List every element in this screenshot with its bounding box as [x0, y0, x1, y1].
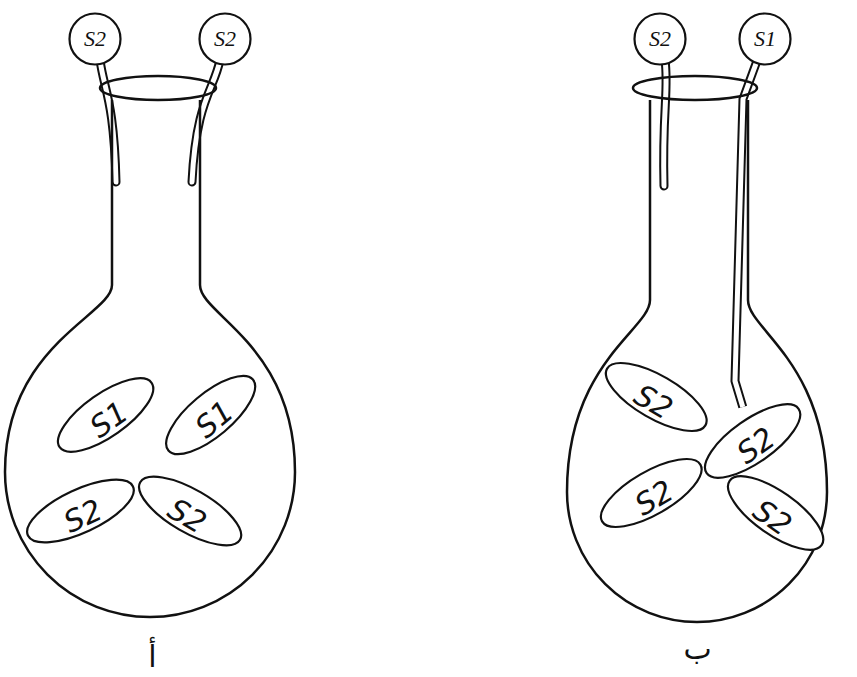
stopper-tube-inner — [664, 60, 667, 186]
flask: أ S1S1S2S2 — [0, 66, 305, 674]
tube-inner — [735, 62, 756, 407]
seed-label: S1 — [754, 26, 776, 52]
tube-wall — [735, 62, 756, 407]
stopper-tube — [664, 60, 667, 186]
bulb-ellipse — [200, 14, 251, 65]
flask-body — [5, 100, 295, 617]
seed-oval: S1 — [153, 361, 269, 469]
stopper-bulb: S2 — [198, 12, 252, 66]
seed-label: S2 — [649, 26, 671, 52]
stopper-bulb: S2 — [633, 12, 687, 66]
stopper-bulb: S1 — [738, 12, 792, 66]
flask: بS2S2S2S2 — [560, 66, 835, 666]
stopper-tube — [100, 60, 116, 182]
stopper-tube-inner — [100, 60, 116, 182]
seed-label: S2 — [84, 26, 106, 52]
seed-oval: S2 — [16, 465, 143, 557]
seed-oval: S2 — [589, 444, 713, 542]
bulb-ellipse — [740, 14, 791, 65]
seed-oval: S1 — [46, 363, 167, 467]
bulb-ellipse — [635, 14, 686, 65]
figure-label: أ — [0, 639, 305, 674]
figure-label: ب — [560, 631, 835, 666]
flask-rim — [100, 76, 216, 100]
seed-oval: S2 — [716, 461, 837, 565]
flask-outline — [0, 66, 305, 674]
bulb-ellipse — [70, 14, 121, 65]
seed-oval: S2 — [127, 462, 252, 561]
seed-label: S2 — [214, 26, 236, 52]
stopper-bulb: S2 — [68, 12, 122, 66]
glass-tube — [735, 62, 756, 407]
flask-outline — [560, 66, 835, 666]
flask-rim — [633, 76, 757, 100]
seed-oval: S2 — [594, 348, 718, 446]
